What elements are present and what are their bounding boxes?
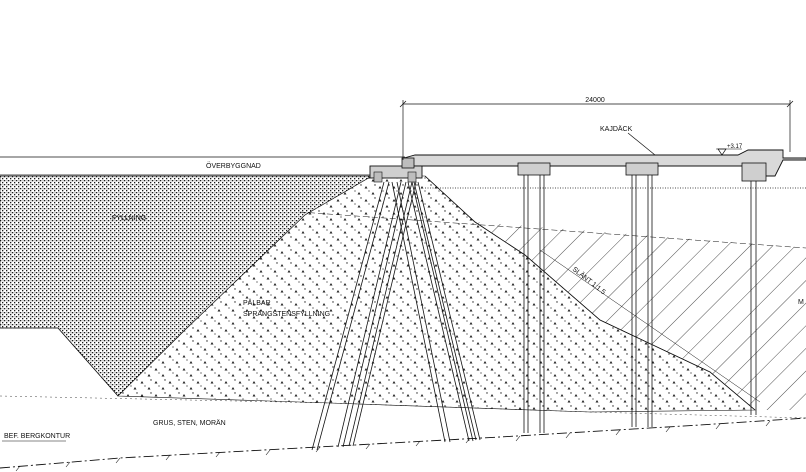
abutment-cap-right bbox=[407, 171, 417, 183]
lower-slope-line bbox=[539, 249, 761, 403]
level-marker-icon bbox=[717, 148, 727, 156]
deck-end-corner bbox=[401, 157, 415, 169]
abutment-cap-left bbox=[373, 171, 383, 183]
raking-piles bbox=[311, 181, 481, 451]
vertical-piles bbox=[523, 175, 757, 433]
dimension-label: 24000 bbox=[585, 97, 605, 104]
level-label: +3.17 bbox=[727, 144, 743, 150]
existing-slope-line bbox=[299, 211, 806, 249]
superstructure-label: ÖVERBYGGNAD bbox=[206, 162, 261, 170]
soil-label: GRUS, STEN, MORÄN bbox=[153, 419, 226, 427]
quay-deck bbox=[403, 149, 806, 177]
bedrock-label: BEF. BERGKONTUR bbox=[4, 433, 70, 440]
edge-label-fragment: M bbox=[798, 299, 804, 306]
bedrock-contour-line bbox=[0, 417, 806, 469]
hatched-soil-zone bbox=[475, 222, 806, 410]
bedrock-ticks bbox=[15, 420, 771, 472]
deck-leader-line bbox=[627, 132, 656, 156]
rock-fill-label-1: PÅLBAR bbox=[243, 298, 271, 307]
rock-fill-label-2: SPRÄNGSTENSFYLLNING bbox=[243, 310, 330, 318]
deck-label: KAJDÄCK bbox=[600, 125, 633, 133]
soil-layer-line bbox=[0, 395, 806, 419]
dimension-24000 bbox=[399, 100, 794, 160]
fill-label: FYLLNING bbox=[112, 215, 146, 222]
slope-line bbox=[424, 175, 756, 411]
pile-caps bbox=[517, 162, 767, 182]
left-fill-boundary bbox=[0, 327, 119, 397]
